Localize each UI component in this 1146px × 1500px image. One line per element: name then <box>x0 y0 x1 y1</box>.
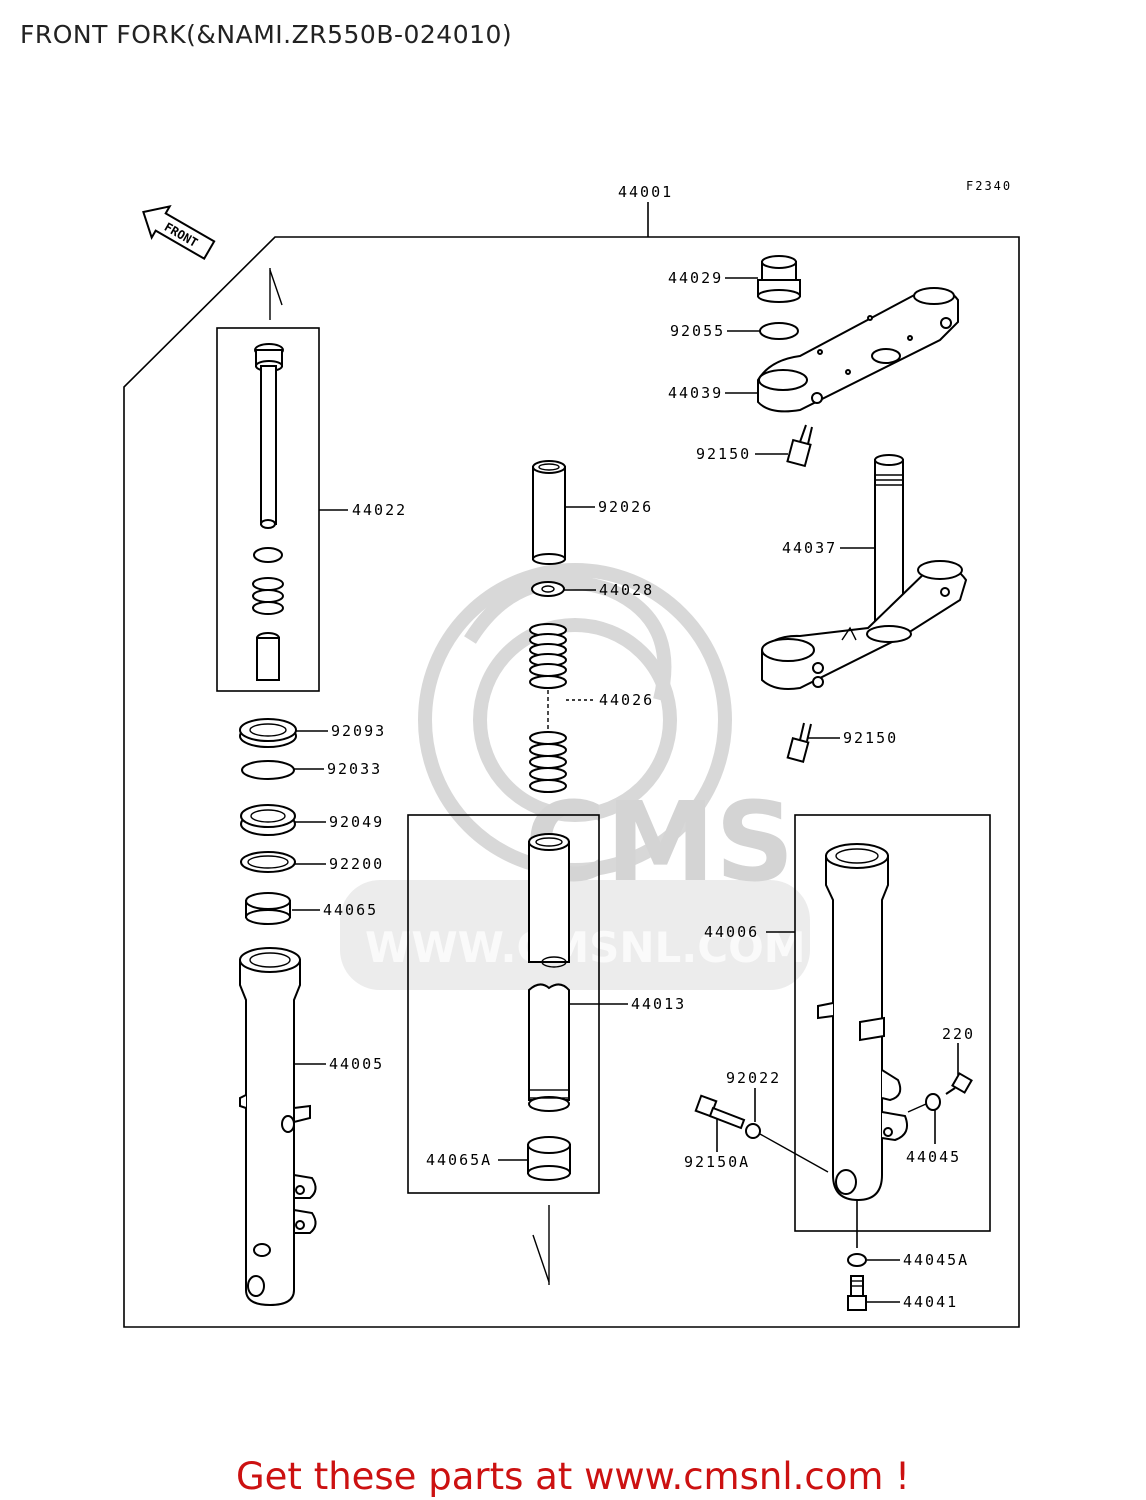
washer-44045A <box>847 1253 867 1267</box>
part-label-92022: 92022 <box>726 1069 781 1087</box>
part-label-44028: 44028 <box>599 581 654 599</box>
o-ring-92055 <box>759 322 799 340</box>
part-label-44026: 44026 <box>599 691 654 709</box>
bolt-92150A <box>694 1094 746 1130</box>
slide-bush-44065A <box>527 1136 571 1181</box>
steering-stem-44037 <box>761 454 968 690</box>
bolt-92150-top <box>786 424 813 468</box>
page-title: FRONT FORK(&NAMI.ZR550B-024010) <box>20 20 513 49</box>
part-label-44045: 44045 <box>906 1148 961 1166</box>
part-label-92093: 92093 <box>331 722 386 740</box>
drain-bolt-44041 <box>847 1275 867 1311</box>
part-label-92049: 92049 <box>329 813 384 831</box>
upper-bracket-44039 <box>757 287 959 413</box>
part-label-44065: 44065 <box>323 901 378 919</box>
part-label-92150-top: 92150 <box>696 445 751 463</box>
oil-lock-piece <box>256 632 280 681</box>
bolt-92150-mid <box>786 722 812 763</box>
outer-tube-right-group-box <box>794 814 991 1232</box>
oil-seal-92049 <box>240 804 296 836</box>
spring-seat-44028 <box>531 581 565 597</box>
front-direction-arrow: FRONT <box>142 204 216 261</box>
part-label-44013: 44013 <box>631 995 686 1013</box>
fork-spring-44026 <box>529 623 567 793</box>
part-label-44029: 44029 <box>668 269 723 287</box>
cap-bolt-44029 <box>757 255 801 303</box>
outer-tube-44005 <box>239 947 317 1307</box>
damper-rod-44022 <box>254 343 284 529</box>
part-label-220: 220 <box>942 1025 975 1043</box>
retaining-clip-92033 <box>241 760 295 780</box>
part-label-92026: 92026 <box>598 498 653 516</box>
part-label-92055: 92055 <box>670 322 725 340</box>
part-label-44037: 44037 <box>782 539 837 557</box>
part-label-44045A: 44045A <box>903 1251 969 1269</box>
washer-44045 <box>925 1093 941 1111</box>
outer-tube-44006 <box>817 843 908 1202</box>
part-label-44039: 44039 <box>668 384 723 402</box>
inner-tube-44013 <box>528 833 570 1112</box>
rebound-spring <box>252 577 284 615</box>
bolt-220 <box>945 1072 973 1095</box>
part-label-44022: 44022 <box>352 501 407 519</box>
washer-92200 <box>240 851 296 873</box>
watermark-url: WWW.CMSNL.COM <box>365 923 806 972</box>
dust-seal-92093 <box>239 718 297 748</box>
washer-92022 <box>745 1123 761 1139</box>
rebound-spring-seat <box>253 547 283 563</box>
figure-code: F2340 <box>966 179 1012 193</box>
part-label-92150A: 92150A <box>684 1153 750 1171</box>
part-label-92150-mid: 92150 <box>843 729 898 747</box>
guide-bush-44065 <box>245 892 291 925</box>
assembly-frame <box>123 236 1020 1328</box>
cms-watermark: CMS WWW.CMSNL.COM <box>340 563 810 990</box>
part-label-44001: 44001 <box>618 183 673 201</box>
spacer-92026 <box>532 460 566 565</box>
part-label-92200: 92200 <box>329 855 384 873</box>
part-label-44005: 44005 <box>329 1055 384 1073</box>
part-label-92033: 92033 <box>327 760 382 778</box>
footer-shop-link[interactable]: Get these parts at www.cmsnl.com ! <box>235 1455 910 1498</box>
part-label-44041: 44041 <box>903 1293 958 1311</box>
part-label-44065A: 44065A <box>426 1151 492 1169</box>
part-label-44006: 44006 <box>704 923 759 941</box>
